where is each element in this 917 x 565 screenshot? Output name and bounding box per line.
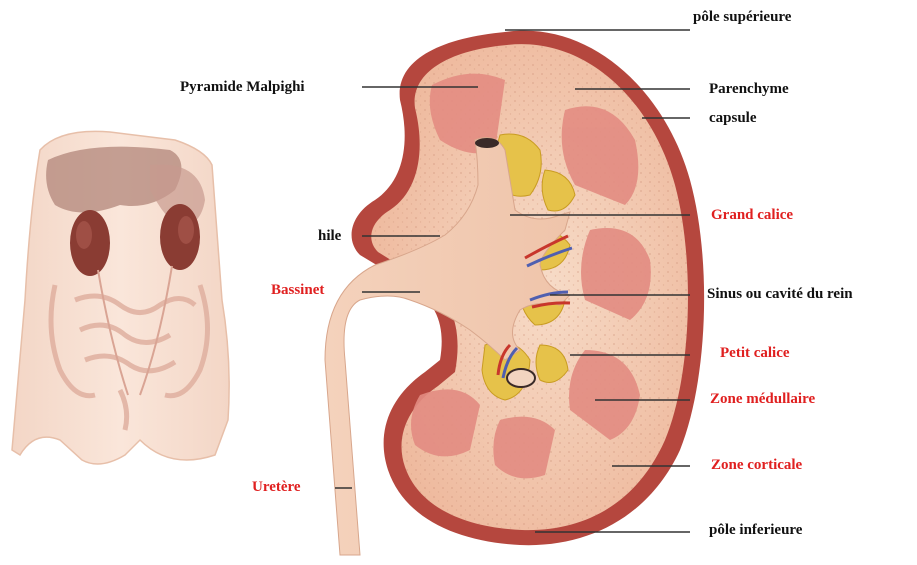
kidney-section: [325, 31, 704, 555]
pyramid-bottom-mid: [493, 417, 555, 479]
label-hile: hile: [318, 229, 341, 244]
label-bassinet: Bassinet: [271, 283, 324, 298]
label-pole-superieure: pôle supérieure: [693, 10, 791, 25]
label-uretere: Uretère: [252, 480, 301, 495]
calyx-opening-top: [475, 138, 499, 148]
label-grand-calice: Grand calice: [711, 208, 793, 223]
label-sinus: Sinus ou cavité du rein: [707, 287, 853, 302]
label-pyramide-malpighi: Pyramide Malpighi: [180, 80, 305, 95]
label-pole-inferieure: pôle inferieure: [709, 523, 802, 538]
label-parenchyme: Parenchyme: [709, 82, 789, 97]
label-zone-corticale: Zone corticale: [711, 458, 802, 473]
pyramid-bottom-left: [411, 389, 480, 456]
calyx-opening-bottom: [507, 369, 535, 387]
label-zone-medullaire: Zone médullaire: [710, 392, 815, 407]
torso-illustration: [12, 131, 229, 464]
label-petit-calice: Petit calice: [720, 346, 790, 361]
label-capsule: capsule: [709, 111, 757, 126]
